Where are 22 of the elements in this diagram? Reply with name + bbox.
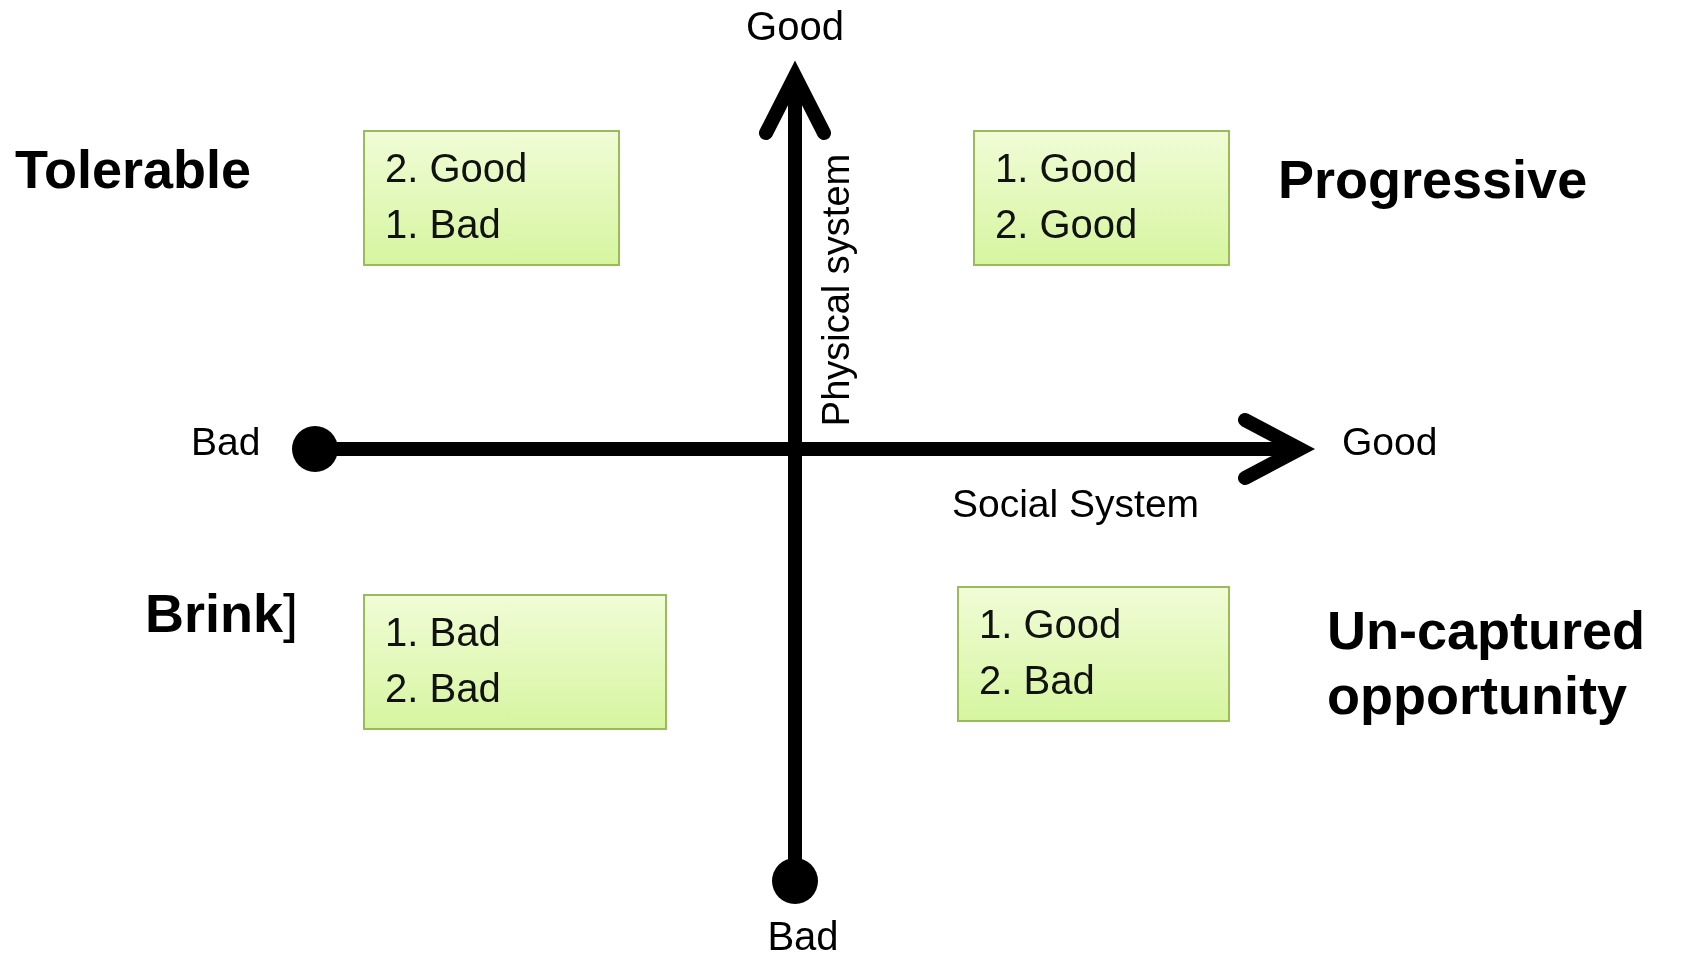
axis-end-label: Bad xyxy=(191,420,261,464)
quadrant-box xyxy=(973,130,1230,266)
quadrant-title: Un-captured opportunity xyxy=(1327,599,1646,727)
list-item: 2. Good xyxy=(995,201,1139,248)
list-item: 1. Bad xyxy=(385,609,502,656)
axis-title: Physical system xyxy=(814,153,858,427)
list-item: 2. Bad xyxy=(979,657,1096,704)
quadrant-title: Progressive xyxy=(1278,148,1588,210)
quadrant-box xyxy=(363,594,667,730)
axis-end-label: Good xyxy=(746,4,844,49)
axis-end-label: Good xyxy=(1342,420,1438,464)
list-item: 1. Good xyxy=(979,601,1123,648)
list-item: 2. Good xyxy=(385,145,529,192)
list-item: 1. Bad xyxy=(385,201,502,248)
quadrant-box xyxy=(957,586,1230,722)
list-item: 1. Good xyxy=(995,145,1139,192)
list-item: 2. Bad xyxy=(385,665,502,712)
quadrant-title: Brink] xyxy=(145,582,299,644)
axis-title: Social System xyxy=(952,482,1200,526)
axis-end-label: Bad xyxy=(767,914,839,957)
quadrant-box xyxy=(363,130,620,266)
quadrant-title: Tolerable xyxy=(15,138,252,200)
